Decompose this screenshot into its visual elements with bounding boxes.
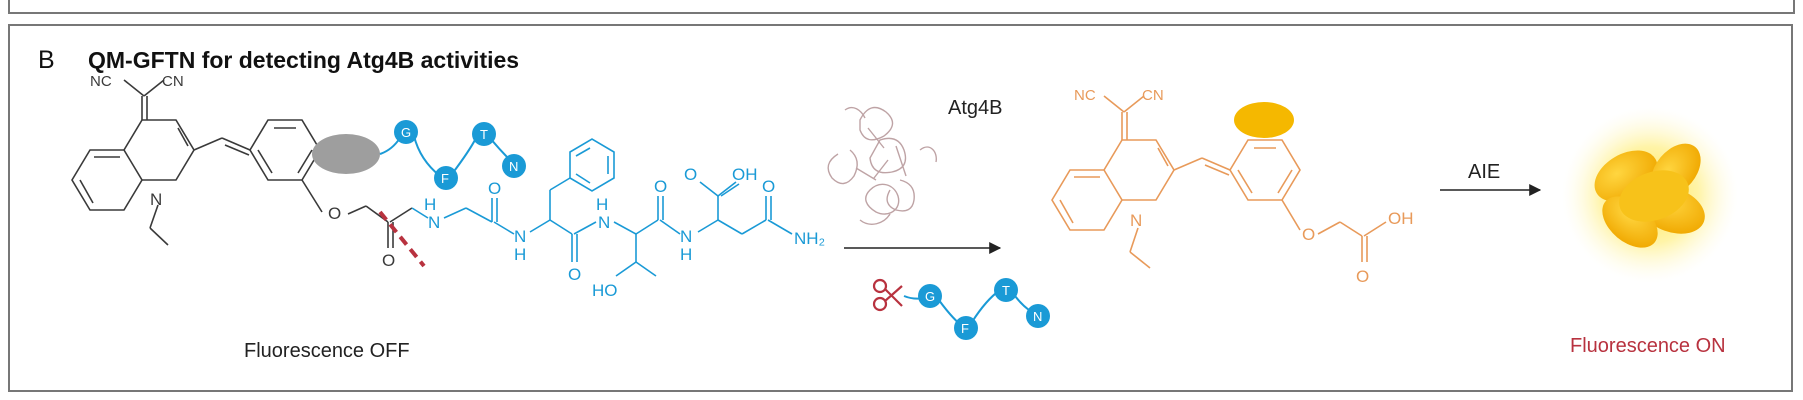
fluorescence-off-caption: Fluorescence OFF bbox=[244, 340, 410, 362]
nh2-h-label: H bbox=[514, 245, 526, 264]
peptide-gftn bbox=[411, 138, 793, 277]
phe-benzyl-ring bbox=[569, 138, 615, 192]
co2-o-label: O bbox=[488, 179, 501, 198]
scissors-icon bbox=[872, 278, 903, 312]
substrate-ring-n-label: N bbox=[150, 190, 162, 209]
cleavage-site-mark bbox=[378, 210, 426, 268]
bead-g bbox=[394, 120, 418, 144]
released-bead-f bbox=[954, 316, 978, 340]
phenyl-ring bbox=[249, 119, 321, 181]
bead-g-label: G bbox=[401, 125, 411, 140]
nh4-n-label: N bbox=[680, 227, 692, 246]
benzo-ring bbox=[71, 149, 143, 211]
aggregate-glow-icon bbox=[1562, 107, 1738, 283]
substrate-nc-label: NC bbox=[90, 73, 112, 90]
released-bead-f-label: F bbox=[961, 321, 969, 336]
bead-t bbox=[472, 122, 496, 146]
atg4b-protein-structure bbox=[827, 106, 937, 225]
released-bead-g-label: G bbox=[925, 289, 935, 304]
nh1-n-label: N bbox=[428, 213, 440, 232]
substrate-carbonyl-o-label: O bbox=[382, 251, 395, 270]
co3-o-label: O bbox=[568, 265, 581, 284]
carboxyl-oh-label: OH bbox=[732, 165, 758, 184]
bead-n bbox=[502, 154, 526, 178]
bead-t-label: T bbox=[480, 127, 488, 142]
product-ether-o-label: O bbox=[1302, 225, 1315, 244]
nh4-h-label: H bbox=[680, 245, 692, 264]
product-cartoon-ellipse bbox=[1234, 102, 1294, 138]
thr-ho-label: HO bbox=[592, 281, 618, 300]
panel-letter: B bbox=[38, 46, 55, 74]
nh3-n-label: N bbox=[598, 213, 610, 232]
panel-b-frame bbox=[8, 24, 1793, 392]
aie-label: AIE bbox=[1468, 161, 1500, 183]
pyridine-ring bbox=[123, 119, 195, 181]
panel-title: QM-GFTN for detecting Atg4B activities bbox=[88, 47, 519, 73]
product-acid-oh-label: OH bbox=[1388, 209, 1414, 228]
bead-n-label: N bbox=[509, 159, 518, 174]
released-peptide-beads: G F T N bbox=[903, 278, 1050, 340]
upper-panel-border bbox=[8, 0, 1795, 14]
atg4b-label: Atg4B bbox=[948, 97, 1002, 119]
product-qm-acid bbox=[1051, 95, 1387, 269]
released-bead-n bbox=[1026, 304, 1050, 328]
bead-f-label: F bbox=[441, 171, 449, 186]
qm-cartoon-ellipse bbox=[312, 134, 380, 174]
product-ring-n-label: N bbox=[1130, 211, 1142, 230]
released-bead-t bbox=[994, 278, 1018, 302]
carboxyl-o-label: O bbox=[684, 165, 697, 184]
fluorescence-on-caption: Fluorescence ON bbox=[1570, 335, 1726, 357]
nh3-h-label: H bbox=[596, 195, 608, 214]
co4-o-label: O bbox=[654, 177, 667, 196]
released-bead-n-label: N bbox=[1033, 309, 1042, 324]
nh1-h-label: H bbox=[424, 195, 436, 214]
product-cn-label: CN bbox=[1142, 87, 1164, 104]
substrate-bead-chain: G F T N bbox=[379, 120, 526, 190]
bead-f bbox=[434, 166, 458, 190]
released-bead-g bbox=[918, 284, 942, 308]
amide-o-label: O bbox=[762, 177, 775, 196]
product-acid-o-label: O bbox=[1356, 267, 1369, 286]
substrate-cn-label: CN bbox=[162, 73, 184, 90]
substrate-ether-o-label: O bbox=[328, 204, 341, 223]
released-bead-t-label: T bbox=[1002, 283, 1010, 298]
product-nc-label: NC bbox=[1074, 87, 1096, 104]
amide-nh2-label: NH₂ bbox=[794, 229, 825, 248]
nh2-n-label: N bbox=[514, 227, 526, 246]
